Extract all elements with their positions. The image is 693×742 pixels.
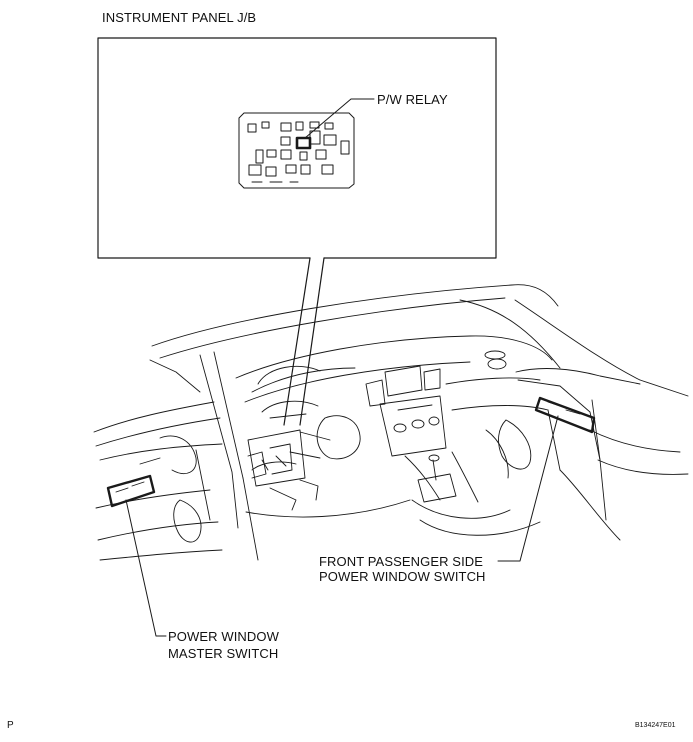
junction-block	[238, 112, 355, 189]
junction-block-title: INSTRUMENT PANEL J/B	[102, 10, 257, 25]
passenger-switch-label-line2: POWER WINDOW SWITCH	[319, 569, 486, 584]
pw-relay	[295, 136, 312, 150]
relay-label: P/W RELAY	[377, 92, 448, 107]
master-switch-highlight	[106, 474, 156, 508]
figure-id: B134247E01	[635, 722, 676, 729]
relay-leader-line	[304, 98, 375, 139]
master-switch-leader-line	[125, 499, 167, 637]
vehicle-interior	[93, 284, 689, 561]
passenger-switch-label-line1: FRONT PASSENGER SIDE	[319, 554, 484, 569]
master-switch-label-line1: POWER WINDOW	[168, 629, 279, 644]
passenger-switch-highlight	[534, 396, 596, 434]
page-letter: P	[7, 720, 14, 731]
master-switch-label-line2: MASTER SWITCH	[168, 646, 279, 661]
passenger-switch-leader-line	[497, 415, 559, 562]
inset-callout-frame	[97, 37, 497, 426]
